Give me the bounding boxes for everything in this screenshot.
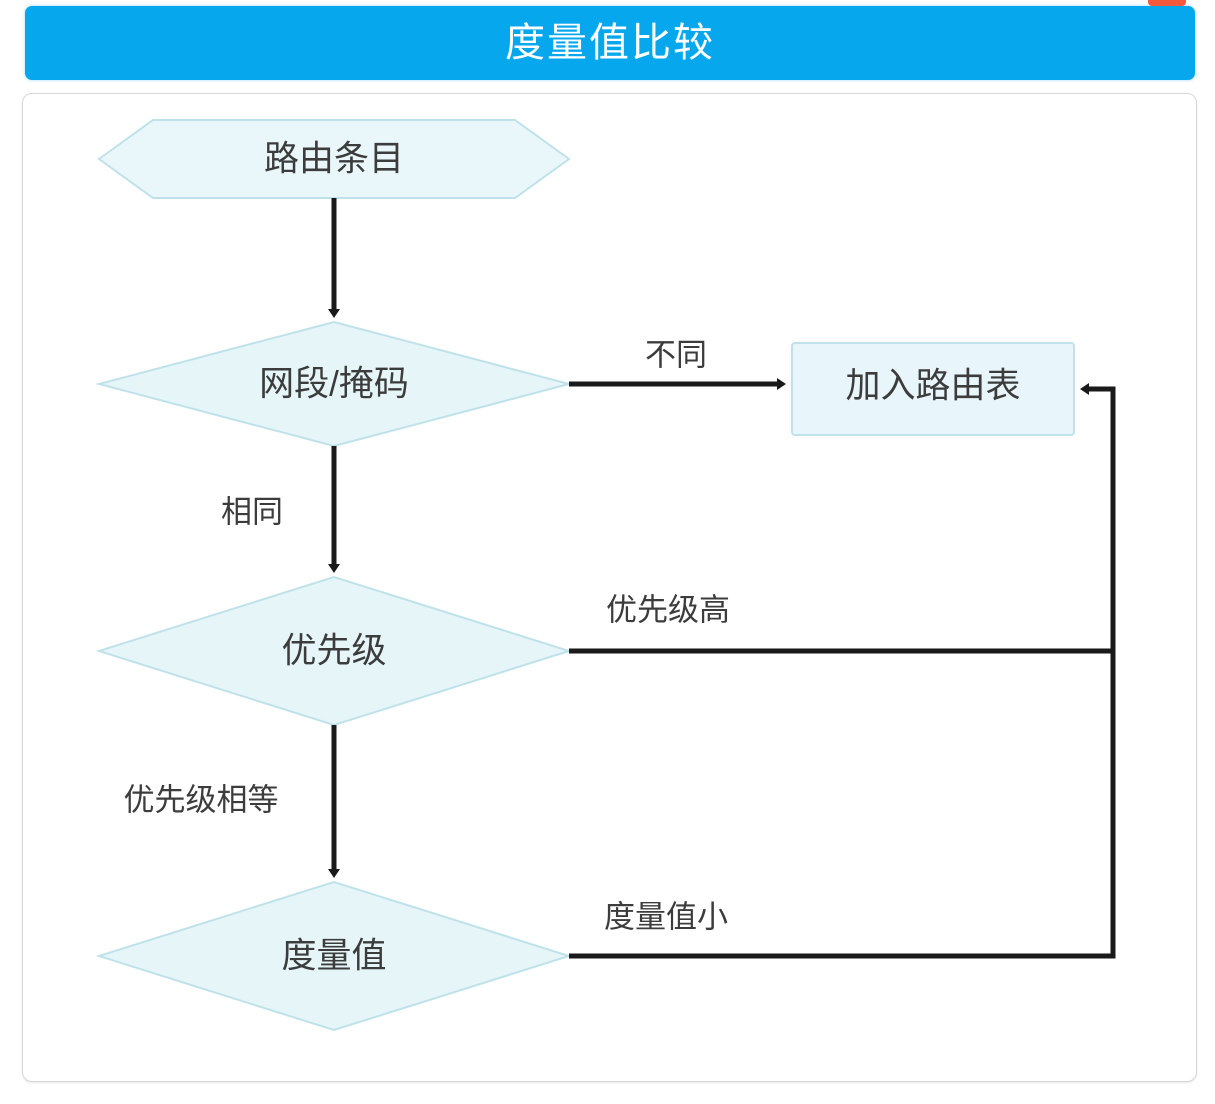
edge-label-equal-priority: 优先级相等 [123, 782, 279, 818]
edge-label-different: 不同 [645, 337, 707, 373]
node-label-addtable: 加入路由表 [845, 366, 1021, 406]
title-bar: 度量值比较 [25, 6, 1195, 80]
flowchart-canvas [95, 119, 1116, 1032]
edge-metric-to-addtable [569, 651, 1116, 959]
edge-label-smaller-metric: 度量值小 [604, 899, 728, 935]
edge-priority-to-addtable [569, 383, 1116, 654]
page-title: 度量值比较 [505, 21, 715, 65]
node-shape-addtable [791, 342, 1075, 436]
diagram-card: 路由条目 网段/掩码 加入路由表 优先级 度量值 不同 相同 优先级高 优先级相… [22, 93, 1197, 1082]
node-label-priority: 优先级 [281, 631, 387, 671]
top-right-tab-nub [1148, 0, 1186, 6]
edge-label-higher-priority: 优先级高 [606, 592, 730, 628]
node-shape-start [97, 119, 571, 199]
node-label-metric: 度量值 [281, 936, 387, 976]
node-label-start: 路由条目 [263, 139, 405, 179]
edge-label-same: 相同 [221, 494, 283, 530]
node-label-netmask: 网段/掩码 [259, 364, 409, 404]
